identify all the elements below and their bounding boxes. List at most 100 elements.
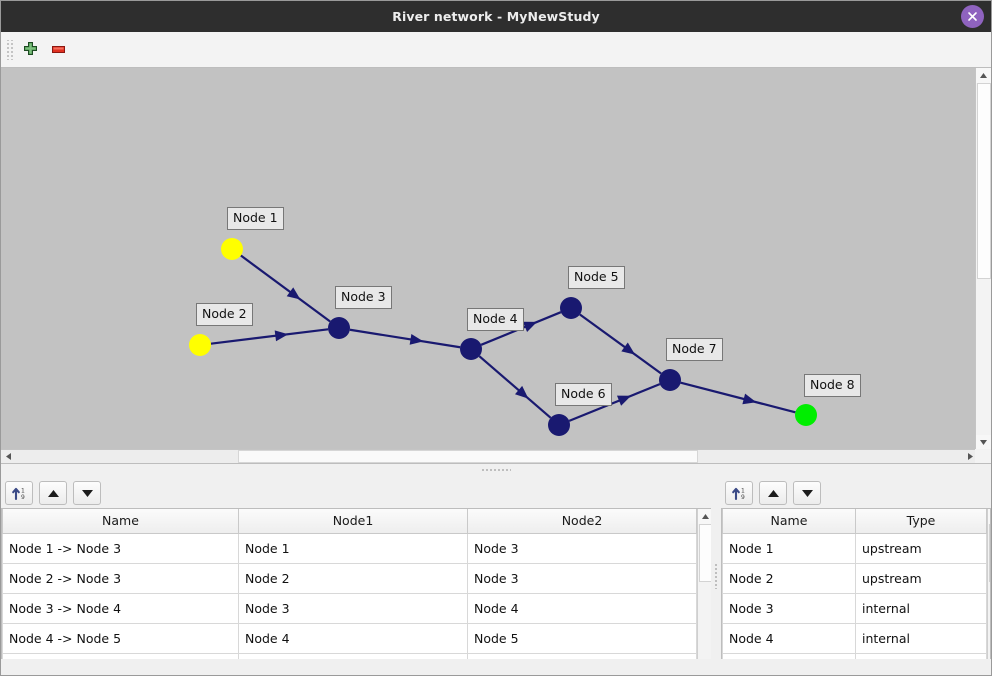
river-network-graph[interactable]: Node 1 Node 2 Node 3 Node 4 Node 5 Node 6 Node… bbox=[1, 68, 977, 450]
graph-node-node-7[interactable] bbox=[659, 369, 681, 391]
reaches-vscroll-thumb[interactable] bbox=[699, 524, 711, 582]
graph-edge[interactable] bbox=[680, 381, 796, 414]
graph-node-label-node-6[interactable]: Node 6 bbox=[555, 383, 612, 406]
scrollbar-corner bbox=[975, 449, 991, 463]
window-title: River network - MyNewStudy bbox=[392, 9, 600, 24]
graph-node-node-4[interactable] bbox=[460, 338, 482, 360]
main-toolbar bbox=[1, 32, 991, 68]
table-cell[interactable]: Node 3 bbox=[467, 532, 697, 564]
table-cell[interactable]: Node 3 bbox=[467, 562, 697, 594]
table-cell[interactable]: internal bbox=[855, 592, 987, 624]
table-cell[interactable]: Node 3 bbox=[722, 592, 856, 624]
table-cell[interactable]: Node 2 bbox=[722, 562, 856, 594]
table-cell[interactable]: Node 4 bbox=[238, 622, 468, 654]
nodes-move-down-button[interactable] bbox=[793, 481, 821, 505]
nodes-sort-button[interactable]: 1 9 bbox=[725, 481, 753, 505]
table-cell[interactable]: upstream bbox=[855, 532, 987, 564]
canvas-horizontal-scrollbar[interactable] bbox=[1, 449, 977, 463]
toolbar-drag-handle[interactable] bbox=[5, 39, 13, 60]
table-cell[interactable]: Node 2 -> Node 3 bbox=[2, 562, 239, 594]
nodes-move-up-button[interactable] bbox=[759, 481, 787, 505]
graph-node-label-node-5[interactable]: Node 5 bbox=[568, 266, 625, 289]
column-header-name[interactable]: Name bbox=[722, 509, 856, 534]
remove-node-button[interactable] bbox=[44, 36, 72, 64]
column-header-name[interactable]: Name bbox=[2, 509, 239, 534]
nodes-scroll-up-icon[interactable] bbox=[988, 509, 990, 524]
table-cell[interactable]: Node 4 -> Node 5 bbox=[2, 622, 239, 654]
scroll-left-icon[interactable] bbox=[1, 450, 15, 463]
graph-node-node-6[interactable] bbox=[548, 414, 570, 436]
table-cell[interactable]: internal bbox=[855, 622, 987, 654]
graph-node-node-2[interactable] bbox=[189, 334, 211, 356]
table-cell[interactable]: Node 3 -> Node 4 bbox=[2, 592, 239, 624]
table-cell[interactable]: Node 1 -> Node 3 bbox=[2, 532, 239, 564]
graph-edge[interactable] bbox=[579, 313, 662, 375]
add-node-button[interactable] bbox=[16, 36, 44, 64]
move-down-icon bbox=[81, 489, 93, 497]
nodes-toolbar: 1 9 bbox=[721, 476, 991, 508]
table-cell[interactable]: Node 5 bbox=[467, 622, 697, 654]
scroll-up-icon[interactable] bbox=[976, 68, 991, 83]
graph-node-label-node-2[interactable]: Node 2 bbox=[196, 303, 253, 326]
reaches-scroll-up-icon[interactable] bbox=[698, 509, 711, 524]
canvas-hscroll-thumb[interactable] bbox=[238, 450, 698, 463]
table-cell[interactable]: Node 1 bbox=[722, 532, 856, 564]
canvas-vertical-scrollbar[interactable] bbox=[975, 68, 991, 450]
move-up-icon bbox=[47, 489, 59, 497]
move-up-icon bbox=[767, 489, 779, 497]
edge-arrow-icon bbox=[742, 393, 757, 405]
graph-node-label-node-3[interactable]: Node 3 bbox=[335, 286, 392, 309]
graph-edge[interactable] bbox=[349, 328, 461, 349]
reaches-vertical-scrollbar[interactable] bbox=[697, 509, 711, 675]
table-cell[interactable]: Node 4 bbox=[467, 592, 697, 624]
graph-edge[interactable] bbox=[210, 328, 329, 345]
canvas-vscroll-thumb[interactable] bbox=[977, 83, 991, 279]
graph-node-node-1[interactable] bbox=[221, 238, 243, 260]
table-cell[interactable]: Node 3 bbox=[238, 592, 468, 624]
graph-node-node-8[interactable] bbox=[795, 404, 817, 426]
table-cell[interactable]: Node 1 bbox=[238, 532, 468, 564]
reaches-sort-button[interactable]: 1 9 bbox=[5, 481, 33, 505]
column-header-node2[interactable]: Node2 bbox=[467, 509, 697, 534]
graph-node-label-node-8[interactable]: Node 8 bbox=[804, 374, 861, 397]
reaches-move-up-button[interactable] bbox=[39, 481, 67, 505]
sort-ascending-icon: 1 9 bbox=[732, 488, 745, 501]
reaches-move-down-button[interactable] bbox=[73, 481, 101, 505]
table-cell[interactable]: Node 2 bbox=[238, 562, 468, 594]
nodes-vertical-scrollbar[interactable] bbox=[987, 509, 990, 675]
close-button[interactable] bbox=[961, 5, 984, 28]
horizontal-splitter[interactable] bbox=[1, 464, 991, 476]
graph-node-node-3[interactable] bbox=[328, 317, 350, 339]
svg-text:9: 9 bbox=[741, 494, 745, 501]
graph-edge[interactable] bbox=[478, 355, 552, 419]
graph-node-label-node-1[interactable]: Node 1 bbox=[227, 207, 284, 230]
column-header-type[interactable]: Type bbox=[855, 509, 987, 534]
graph-node-node-5[interactable] bbox=[560, 297, 582, 319]
graph-node-label-node-4[interactable]: Node 4 bbox=[467, 308, 524, 331]
splitter-grip-icon bbox=[481, 468, 511, 472]
table-cell[interactable]: Node 4 bbox=[722, 622, 856, 654]
graph-edge[interactable] bbox=[568, 383, 661, 422]
graph-edge[interactable] bbox=[240, 254, 331, 323]
vertical-splitter[interactable] bbox=[711, 476, 721, 675]
nodes-vscroll-thumb[interactable] bbox=[989, 524, 990, 582]
table-cell[interactable]: upstream bbox=[855, 562, 987, 594]
graph-node-label-node-7[interactable]: Node 7 bbox=[666, 338, 723, 361]
edge-arrow-icon bbox=[616, 395, 632, 406]
column-header-node1[interactable]: Node1 bbox=[238, 509, 468, 534]
scroll-right-icon[interactable] bbox=[963, 450, 977, 463]
scroll-down-icon[interactable] bbox=[976, 435, 991, 450]
